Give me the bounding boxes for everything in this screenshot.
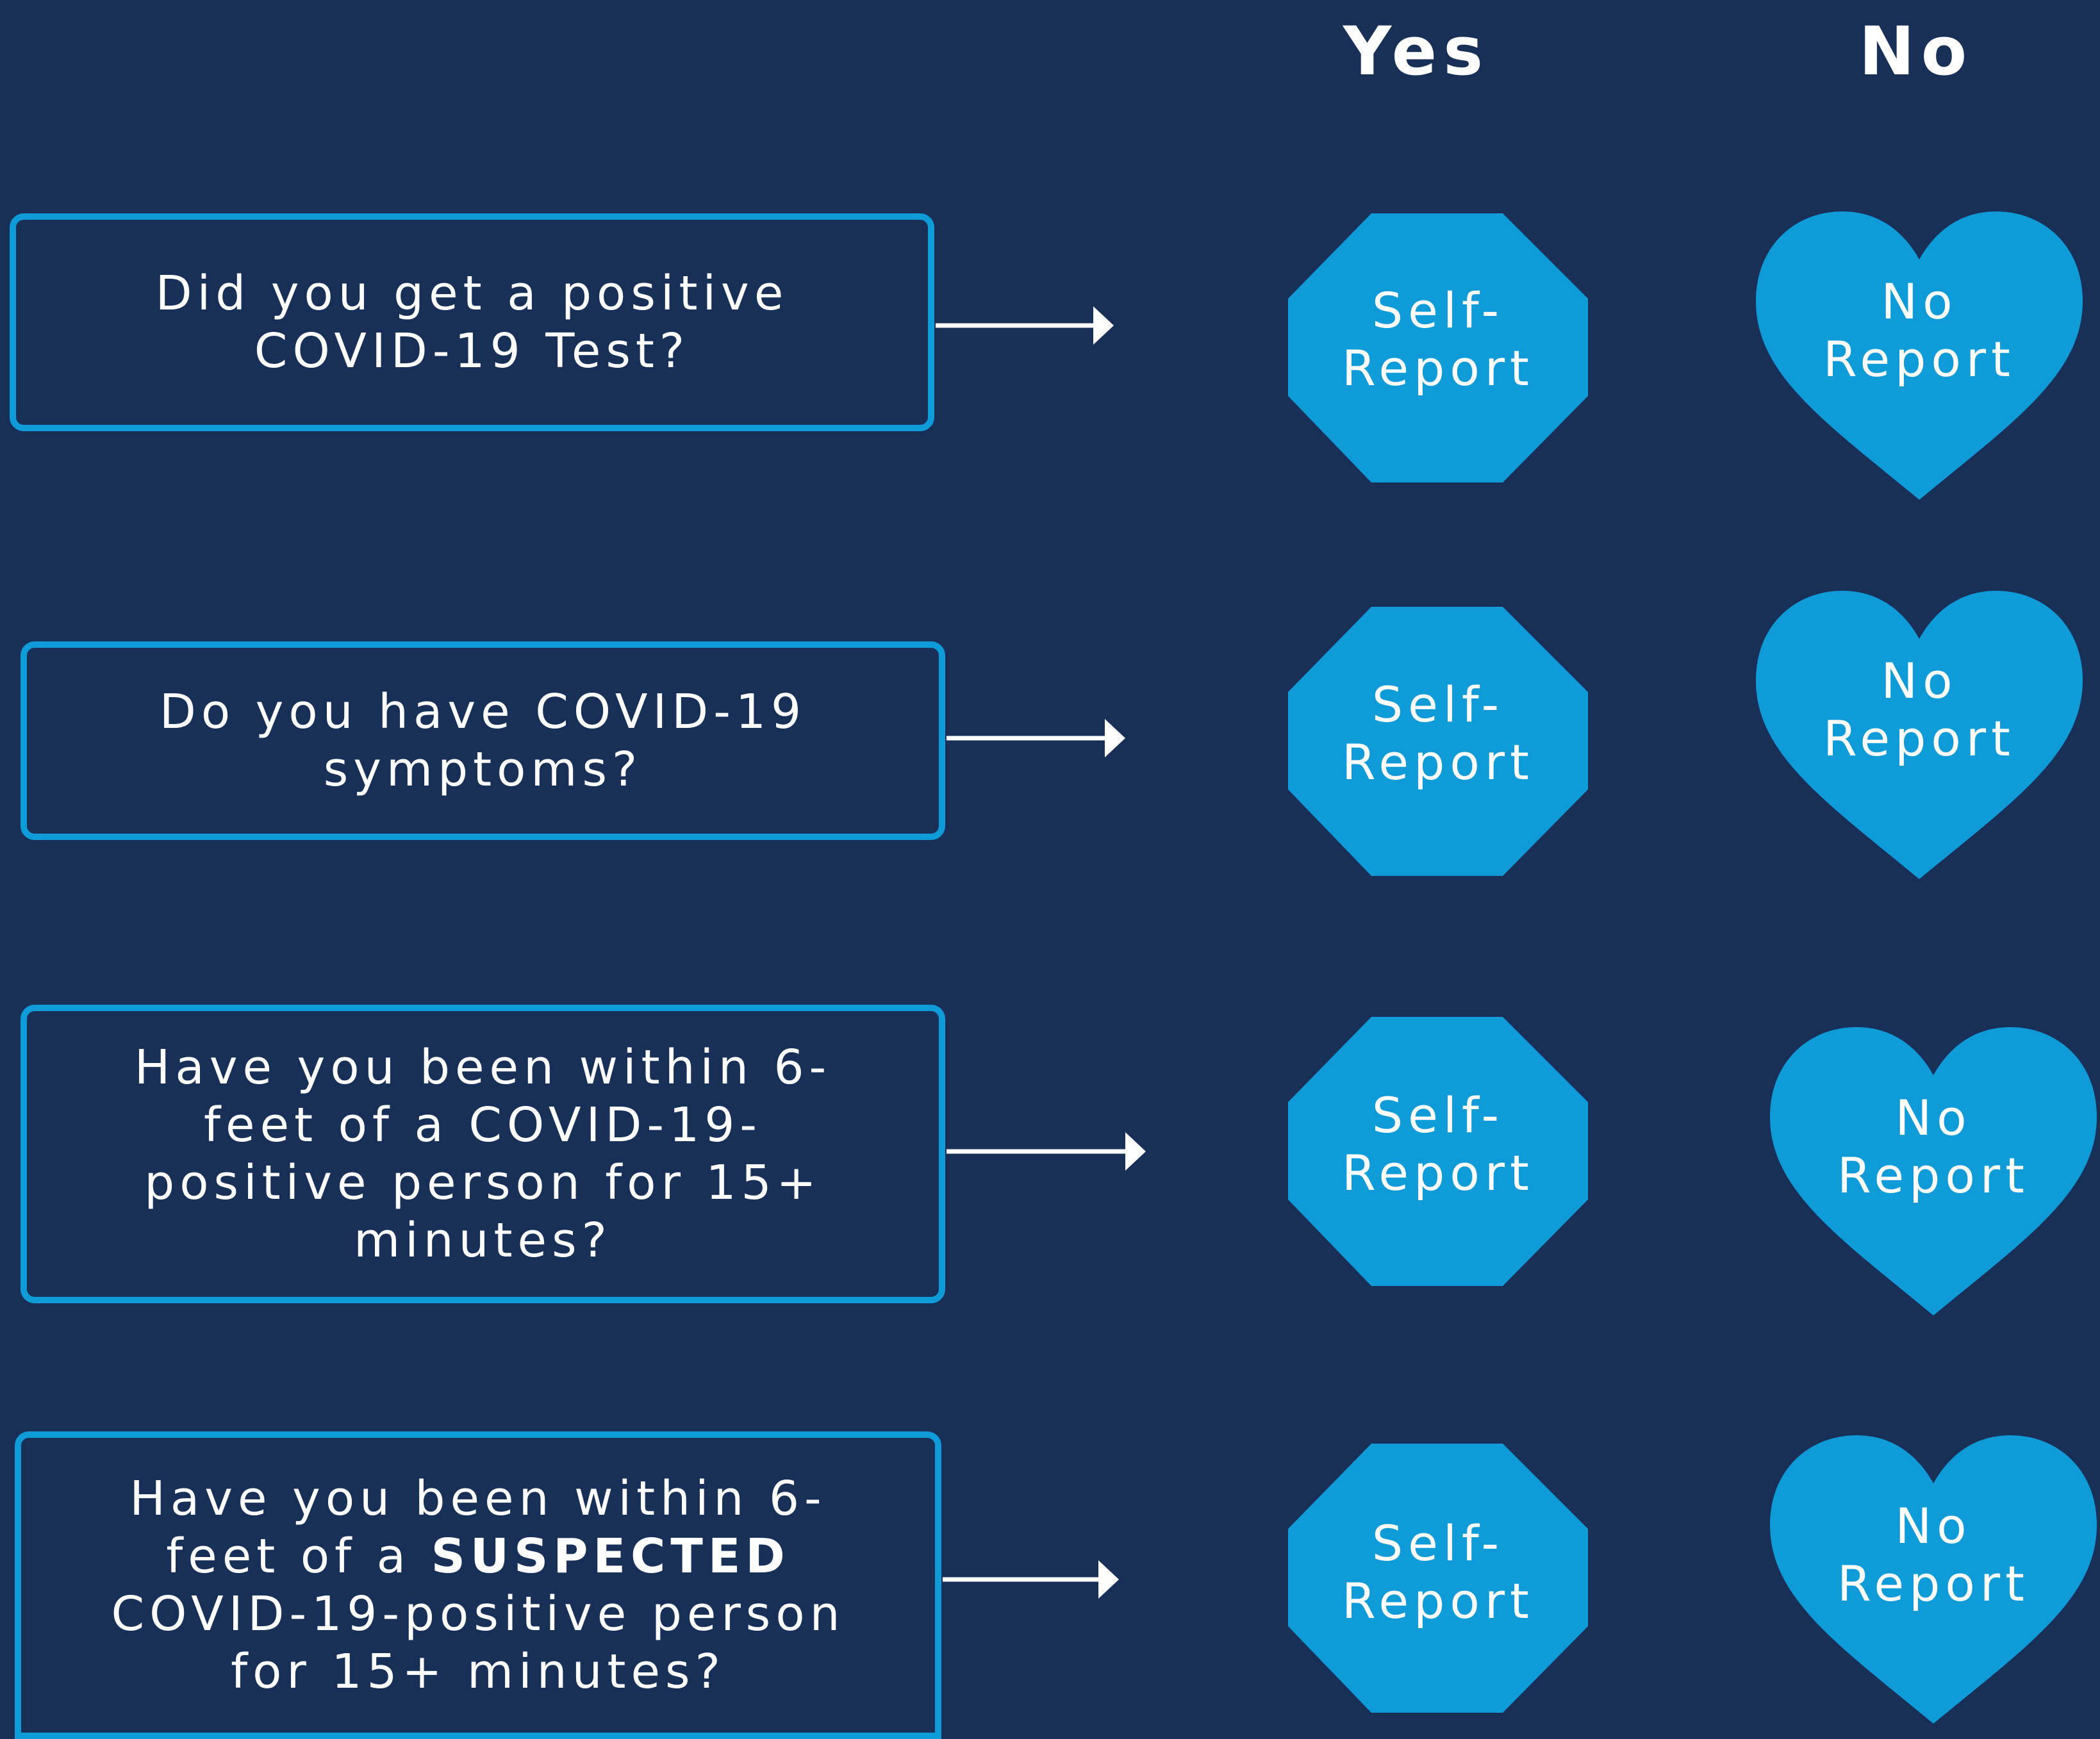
question-line-emphasis: feet of a SUSPECTED xyxy=(111,1528,845,1585)
self-report-label: Self- Report xyxy=(1288,282,1588,397)
question-line: minutes? xyxy=(354,1213,612,1268)
arrow-right-icon xyxy=(943,1560,1119,1599)
question-box-symptoms: Do you have COVID-19 symptoms? xyxy=(21,641,945,840)
octagon-icon xyxy=(1288,213,1588,482)
label-line: Self- xyxy=(1371,1515,1505,1572)
question-line: Did you get a positive xyxy=(155,266,789,321)
label-line: No xyxy=(1895,1497,1972,1554)
octagon-icon xyxy=(1288,607,1588,876)
question-text: Did you get a positive COVID-19 Test? xyxy=(124,265,821,380)
self-report-label: Self- Report xyxy=(1288,1087,1588,1202)
question-box-suspected-exposure: Have you been within 6- feet of a SUSPEC… xyxy=(15,1431,941,1739)
heart-icon xyxy=(1756,591,2083,879)
question-box-positive-test: Did you get a positive COVID-19 Test? xyxy=(10,213,934,431)
self-report-label: Self- Report xyxy=(1288,1515,1588,1630)
question-line: Have you been within 6- xyxy=(134,1040,832,1095)
label-line: Report xyxy=(1342,1572,1534,1629)
arrow-right-icon xyxy=(947,719,1125,757)
question-text: Do you have COVID-19 symptoms? xyxy=(128,683,838,798)
arrow-right-icon xyxy=(947,1132,1146,1171)
question-line: symptoms? xyxy=(323,742,643,797)
label-line: Report xyxy=(1837,1555,2030,1612)
question-text: Have you been within 6- feet of a COVID-… xyxy=(103,1039,864,1269)
question-line-prefix: feet of a xyxy=(166,1529,431,1584)
octagon-icon xyxy=(1288,1017,1588,1286)
no-report-label: No Report xyxy=(1759,273,2079,388)
label-line: Self- xyxy=(1371,676,1505,733)
label-line: Self- xyxy=(1371,282,1505,339)
question-line: Do you have COVID-19 xyxy=(159,684,807,739)
label-line: No xyxy=(1881,652,1958,709)
label-line: Report xyxy=(1342,1144,1534,1201)
question-line: COVID-19-positive person xyxy=(111,1587,845,1642)
yes-column-header: Yes xyxy=(1343,12,1490,90)
no-report-label: No Report xyxy=(1773,1497,2094,1613)
label-line: Report xyxy=(1823,710,2015,767)
label-line: No xyxy=(1881,273,1958,330)
heart-icon xyxy=(1770,1435,2097,1724)
suspected-emphasis: SUSPECTED xyxy=(431,1529,790,1584)
heart-icon xyxy=(1756,211,2083,500)
heart-icon xyxy=(1770,1027,2097,1315)
label-line: Report xyxy=(1837,1147,2030,1204)
question-line: for 15+ minutes? xyxy=(231,1644,725,1699)
no-report-label: No Report xyxy=(1759,652,2079,768)
question-box-exposure: Have you been within 6- feet of a COVID-… xyxy=(21,1005,945,1303)
question-line: COVID-19 Test? xyxy=(254,324,690,379)
no-report-label: No Report xyxy=(1773,1089,2094,1205)
self-report-label: Self- Report xyxy=(1288,676,1588,791)
question-text: Have you been within 6- feet of a SUSPEC… xyxy=(79,1470,877,1701)
question-line: feet of a COVID-19- xyxy=(204,1098,762,1153)
label-line: No xyxy=(1895,1089,1972,1146)
label-line: Report xyxy=(1342,340,1534,397)
question-line: positive person for 15+ xyxy=(144,1155,822,1210)
no-column-header: No xyxy=(1858,12,1974,90)
label-line: Report xyxy=(1342,734,1534,791)
arrow-right-icon xyxy=(936,306,1114,345)
label-line: Report xyxy=(1823,331,2015,388)
question-line: Have you been within 6- xyxy=(129,1471,827,1526)
octagon-icon xyxy=(1288,1444,1588,1713)
label-line: Self- xyxy=(1371,1087,1505,1144)
